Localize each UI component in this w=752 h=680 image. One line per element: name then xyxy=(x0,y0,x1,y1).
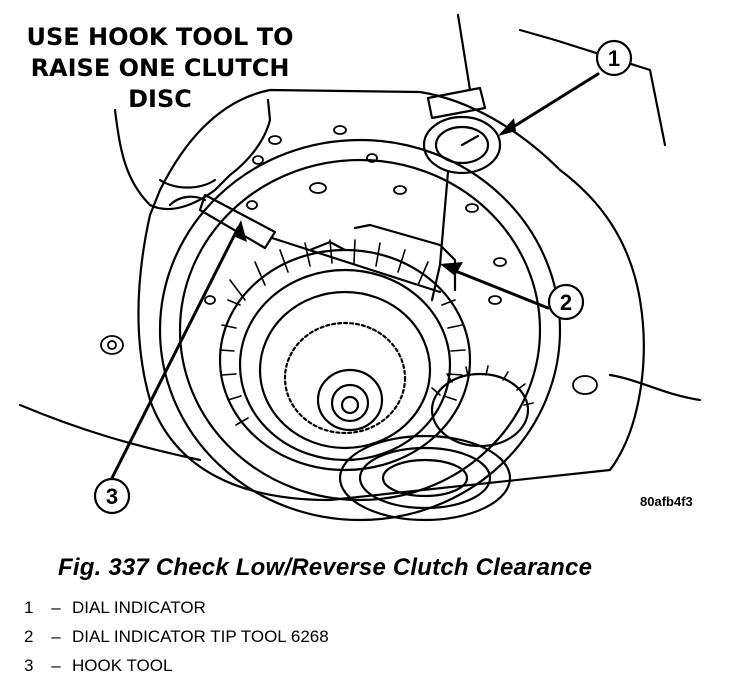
dial-indicator-gauge xyxy=(422,115,502,175)
legend-separator: – xyxy=(51,656,61,675)
legend-number: 2 xyxy=(24,627,34,646)
marker-circle-2 xyxy=(547,283,585,321)
hook-tool-instruction: USE HOOK TOOL TO RAISE ONE CLUTCH DISC xyxy=(10,22,310,115)
marker-2: 2 xyxy=(560,290,572,315)
instruction-line-1: USE HOOK TOOL TO xyxy=(26,23,294,51)
clutch-hub xyxy=(316,368,384,432)
legend-item: 2–DIAL INDICATOR TIP TOOL 6268 xyxy=(24,622,329,651)
figure-caption: Fig. 337 Check Low/Reverse Clutch Cleara… xyxy=(58,554,593,581)
indicator-rod xyxy=(456,13,472,92)
legend-list: 1–DIAL INDICATOR 2–DIAL INDICATOR TIP TO… xyxy=(24,593,329,680)
marker-3: 3 xyxy=(106,484,118,509)
legend-separator: – xyxy=(51,598,61,617)
figure-code: 80afb4f3 xyxy=(640,494,693,509)
clutch-clearance-illustration: 1 2 3 xyxy=(18,13,702,522)
figure-illustration: 1 2 3 xyxy=(18,13,702,522)
legend-label: DIAL INDICATOR xyxy=(72,598,206,617)
hand xyxy=(113,98,272,210)
instruction-line-2: RAISE ONE CLUTCH xyxy=(30,54,290,82)
hook-tool xyxy=(198,193,277,250)
legend-item: 3–HOOK TOOL xyxy=(24,651,329,680)
callout-arrows xyxy=(110,72,600,480)
legend-label: DIAL INDICATOR TIP TOOL 6268 xyxy=(72,627,329,646)
bottom-drum xyxy=(338,434,512,522)
indicator-tip xyxy=(430,170,450,302)
instruction-line-3: DISC xyxy=(128,85,192,113)
legend-item: 1–DIAL INDICATOR xyxy=(24,593,329,622)
clutch-housing xyxy=(158,138,562,522)
legend-separator: – xyxy=(51,627,61,646)
legend-label: HOOK TOOL xyxy=(72,656,173,675)
marker-circle-1 xyxy=(595,39,633,77)
marker-1: 1 xyxy=(608,46,620,71)
lower-gear xyxy=(430,372,530,448)
legend-number: 3 xyxy=(24,656,34,675)
marker-circle-3 xyxy=(93,477,131,515)
legend-number: 1 xyxy=(24,598,34,617)
